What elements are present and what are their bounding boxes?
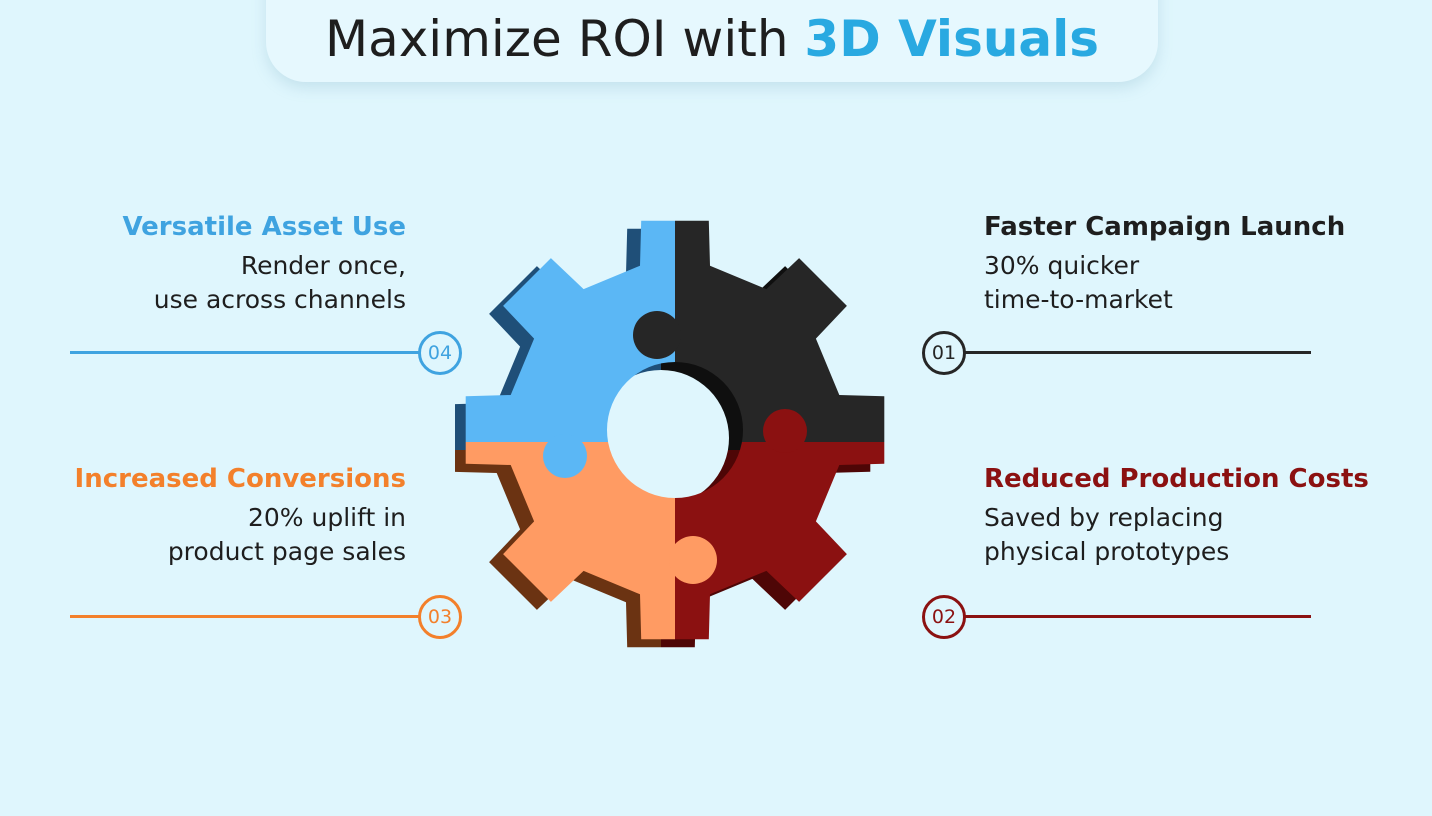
- gear-icon: [455, 220, 885, 648]
- item-divider: [70, 351, 420, 354]
- item-heading: Reduced Production Costs: [984, 464, 1369, 494]
- puzzle-knob: [543, 434, 587, 478]
- puzzle-knob: [633, 311, 681, 359]
- item-number-badge: 04: [418, 331, 462, 375]
- item-description-line: time-to-market: [984, 285, 1173, 314]
- item-description-line: Render once,: [240, 251, 406, 280]
- item-heading: Versatile Asset Use: [122, 212, 406, 242]
- item-number-badge: 02: [922, 595, 966, 639]
- item-description-line: use across channels: [153, 285, 406, 314]
- item-heading: Increased Conversions: [74, 464, 406, 494]
- item-heading: Faster Campaign Launch: [984, 212, 1346, 242]
- item-description-line: Saved by replacing: [984, 503, 1224, 532]
- item-increased-conversions: Increased Conversions 20% uplift in prod…: [6, 462, 406, 569]
- item-description-line: 20% uplift in: [247, 503, 406, 532]
- item-divider: [965, 615, 1311, 618]
- item-description-line: physical prototypes: [984, 537, 1230, 566]
- title-highlight: 3D Visuals: [804, 10, 1100, 68]
- item-description-line: 30% quicker: [984, 251, 1140, 280]
- title-prefix: Maximize ROI with: [324, 10, 805, 68]
- item-reduced-production-costs: Reduced Production Costs Saved by replac…: [984, 462, 1384, 569]
- puzzle-knob: [763, 409, 807, 453]
- item-faster-campaign-launch: Faster Campaign Launch 30% quicker time-…: [984, 210, 1384, 317]
- item-number-badge: 03: [418, 595, 462, 639]
- gear-segment-faster-campaign-launch: [675, 220, 885, 442]
- item-versatile-asset-use: Versatile Asset Use Render once, use acr…: [6, 210, 406, 317]
- puzzle-knob: [669, 536, 717, 584]
- gear-segment-increased-conversions: [465, 442, 675, 640]
- gear-segment-reduced-production-costs: [675, 442, 885, 640]
- item-description-line: product page sales: [167, 537, 406, 566]
- item-divider: [70, 615, 420, 618]
- page-title: Maximize ROI with 3D Visuals: [266, 8, 1158, 70]
- item-number-badge: 01: [922, 331, 966, 375]
- gear-segment-versatile-asset-use: [465, 220, 675, 442]
- title-banner: [266, 0, 1158, 82]
- item-divider: [965, 351, 1311, 354]
